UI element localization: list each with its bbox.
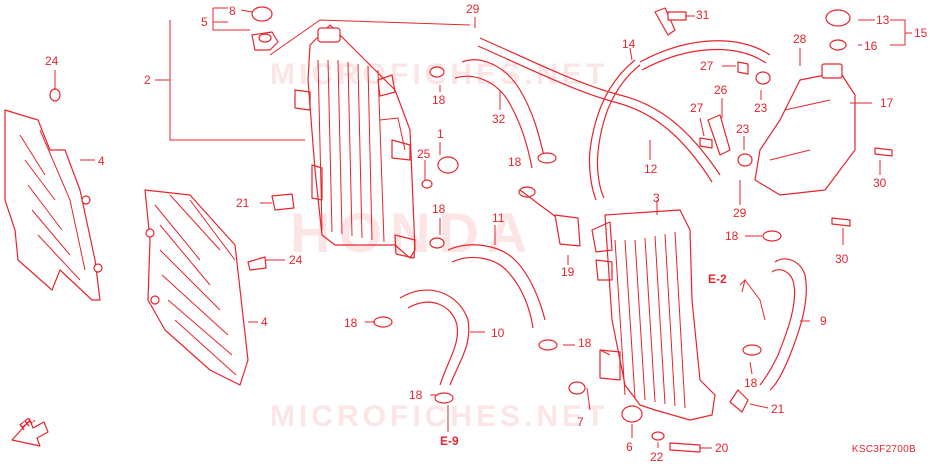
callout-3: 3 [653,191,660,205]
grommet-23a [755,71,771,85]
collar-22 [651,431,665,441]
callout-4a: 4 [98,154,105,168]
hose-10 [399,289,470,386]
grommet-7 [568,381,586,395]
callout-18e: 18 [578,336,592,350]
callout-25: 25 [417,147,431,161]
callout-14: 14 [622,37,636,51]
callout-31: 31 [696,8,710,22]
clamp-18f [434,392,454,404]
callout-30b: 30 [835,252,849,266]
clip-21a [271,193,295,211]
callout-18f: 18 [409,388,423,402]
callout-29a: 29 [466,2,480,16]
bolt-1 [437,156,459,174]
callout-28: 28 [793,32,807,46]
callout-23b: 23 [736,122,750,136]
bolt-20 [669,442,701,453]
grommet-23b [737,153,753,167]
radiator-shroud-outer [4,109,103,301]
callout-8: 8 [229,4,236,18]
bolt-30a [874,147,893,157]
callout-16: 16 [864,39,878,53]
grommet-6 [621,405,643,423]
breather-hose-14 [588,59,636,201]
callout-1: 1 [437,127,444,141]
clamp-31 [654,7,676,36]
callout-18d: 18 [344,316,358,330]
clip-21b [729,389,749,413]
right-radiator [591,209,716,421]
callout-24a: 24 [45,54,59,68]
grommet-27a [737,61,749,75]
diagram-code: KSC3F2700B [851,444,916,455]
clamp-18b [537,152,557,164]
callout-23a: 23 [754,101,768,115]
clamp-18g [762,230,782,242]
callout-20: 20 [715,441,729,455]
callout-30a: 30 [873,176,887,190]
clamp-18h [742,344,762,356]
callout-6: 6 [626,440,633,454]
callout-19: 19 [561,265,575,279]
watermark-center: HONDA [290,201,536,264]
grommet-27b [699,137,713,149]
clamp-18a [429,66,445,78]
clamp-18i [518,186,536,198]
callout-2: 2 [144,73,151,87]
callout-18h: 18 [744,376,758,390]
bolt-24b [247,256,267,271]
ref-e2: E-2 [708,272,727,286]
radiator-grille [144,189,249,386]
callout-18c: 18 [432,202,446,216]
bolt-30b [831,217,851,227]
left-radiator [294,24,416,259]
callout-13: 13 [876,13,890,27]
radiator-cap-left [251,6,279,51]
callout-18i: 18 [508,155,522,169]
callout-9: 9 [820,314,827,328]
watermark-bottom: MICROFICHES.NET [270,400,609,433]
callout-24b: 24 [289,253,303,267]
hose-9 [769,258,807,391]
callout-10: 10 [491,326,505,340]
callout-4b: 4 [261,315,268,329]
stay-26 [707,114,731,156]
bolt-24a [49,88,61,102]
breather-hose-12 [479,37,721,176]
front-arrow-icon [11,419,49,447]
clamp-18d [373,316,393,328]
callout-22: 22 [650,450,664,464]
callout-17: 17 [880,96,894,110]
hose-11 [447,244,546,321]
callout-5: 5 [201,15,208,29]
washer-25 [421,179,433,189]
reserve-tank [754,9,856,196]
ref-e9: E-9 [440,434,459,448]
callout-27a: 27 [700,59,714,73]
hose-32 [461,59,546,161]
callout-18a: 18 [432,93,446,107]
callout-18g: 18 [725,229,739,243]
callout-32: 32 [492,112,506,126]
callout-21b: 21 [771,402,785,416]
callout-15: 15 [914,26,928,40]
callout-11: 11 [492,211,505,225]
callout-21a: 21 [236,196,250,210]
clamp-18e [538,339,558,351]
callout-29b: 29 [733,206,747,220]
callout-12: 12 [644,162,658,176]
callout-26: 26 [714,83,728,97]
callout-7: 7 [577,415,584,429]
callout-27b: 27 [690,101,704,115]
clamp-18c [429,237,445,249]
